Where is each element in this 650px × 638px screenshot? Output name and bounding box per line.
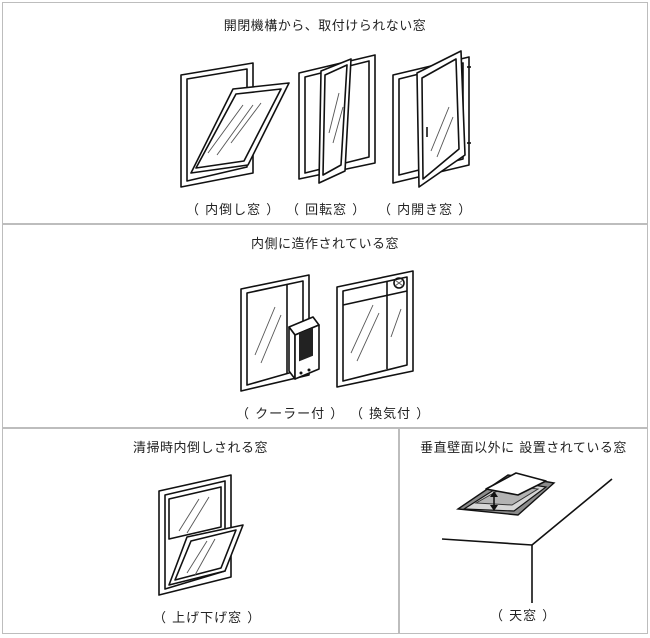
inward-tilt-window-illustration xyxy=(180,62,290,188)
section-title: 内側に造作されている窓 xyxy=(250,237,400,252)
section-non-vertical: 垂直壁面以外に 設置されている窓 （ 天窓 ） xyxy=(399,428,648,634)
window-illustrations-cleaning xyxy=(158,474,244,596)
section-opening-mechanism: 開閉機構から、取付けられない窓 xyxy=(2,2,648,224)
section-title: 清掃時内倒しされる窓 xyxy=(132,441,268,456)
double-hung-window-illustration xyxy=(158,474,244,596)
window-illustrations-skylight xyxy=(441,472,613,603)
ventilation-window-illustration xyxy=(336,270,414,388)
window-illustrations-opening xyxy=(180,50,471,188)
caption-inward-tilt: （ 内倒し窓 ） xyxy=(186,203,281,218)
roof-outline-illustration xyxy=(441,478,613,603)
caption-double-hung: （ 上げ下げ窓 ） xyxy=(153,611,262,626)
caption-skylight: （ 天窓 ） xyxy=(490,609,557,624)
skylight-illustration xyxy=(456,472,556,516)
section-inside-fixtures: 内側に造作されている窓 （ xyxy=(2,224,648,428)
caption-pivot: （ 回転窓 ） xyxy=(286,203,367,218)
pivot-window-illustration xyxy=(298,54,376,184)
cooler-window-illustration xyxy=(240,274,320,392)
caption-inward-casement: （ 内開き窓 ） xyxy=(378,203,473,218)
caption-ventilation: （ 換気付 ） xyxy=(350,407,431,422)
section-title: 垂直壁面以外に 設置されている窓 xyxy=(420,441,627,456)
section-title: 開閉機構から、取付けられない窓 xyxy=(223,19,427,34)
section-cleaning: 清掃時内倒しされる窓 （ 上げ下げ窓 ） xyxy=(2,428,399,634)
inward-casement-window-illustration xyxy=(392,50,471,188)
caption-cooler: （ クーラー付 ） xyxy=(236,407,345,422)
window-illustrations-fixtures xyxy=(240,270,414,392)
